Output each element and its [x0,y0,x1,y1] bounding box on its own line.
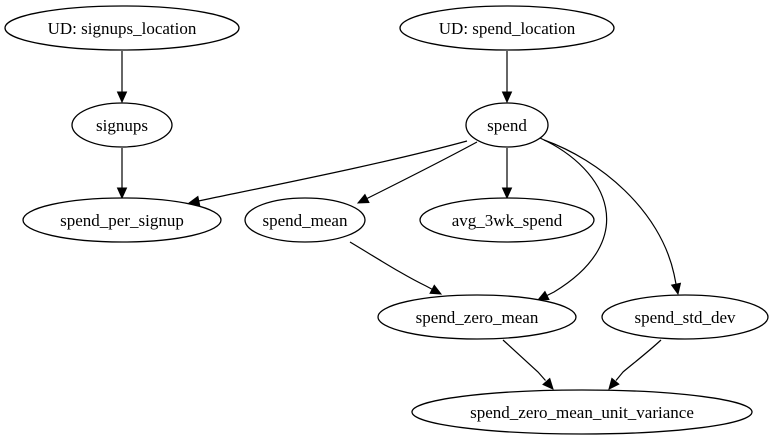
node-label: spend_zero_mean [416,308,539,327]
edge-line [349,241,434,291]
node-label: spend_std_dev [634,308,736,327]
node-ellipse [377,294,577,340]
edge-signups-to-spend_per_signup [116,148,128,200]
nodes-layer: UD: signups_location UD: spend_locationsi… [4,5,769,435]
node-spend-per-signup[interactable]: spend_per_signup [22,197,222,243]
node-label: UD: signups_location [48,19,197,38]
edge-line [615,339,662,381]
edge-spend-to-spend_per_signup [187,140,468,206]
node-spend-zero-mean[interactable]: spend_zero_mean [377,294,577,340]
edge-spend_std_dev-to-spend_zero_mean_unit_variance [608,339,662,390]
edge-spend_mean-to-spend_zero_mean [349,241,443,295]
node-ellipse [601,294,769,340]
node-label: spend_mean [263,211,348,230]
node-avg-3wk-spend[interactable]: avg_3wk_spend [419,197,595,243]
node-ellipse [419,197,595,243]
edge-line [543,139,677,285]
node-label: spend_zero_mean_unit_variance [470,403,694,422]
edge-spend-to-avg_3wk_spend [501,148,513,200]
node-label: UD: spend_location [439,19,576,38]
node-ellipse [4,5,240,51]
arrowhead-icon [501,187,513,200]
edges-layer [116,51,682,390]
node-spend[interactable]: spend [465,102,549,148]
node-ellipse [71,102,173,148]
node-label: spend_per_signup [60,211,184,230]
node-label: avg_3wk_spend [452,211,563,230]
node-spend-mean[interactable]: spend_mean [244,197,366,243]
edge-spend-to-spend_zero_mean [536,137,608,301]
edge-spend_zero_mean-to-spend_zero_mean_unit_variance [502,339,554,390]
arrowhead-icon [670,282,682,296]
edge-ud_spend_location-to-spend [501,51,513,104]
arrowhead-icon [429,284,443,295]
edge-spend-to-spend_std_dev [543,139,682,296]
node-label: spend [487,116,527,135]
node-ellipse [399,5,615,51]
arrowhead-icon [501,91,513,104]
edge-line [198,140,468,202]
edge-line [502,339,546,381]
node-ellipse [244,197,366,243]
arrowhead-icon [608,377,620,390]
node-ud-spend-location[interactable]: UD: spend_location [399,5,615,51]
node-spend-std-dev[interactable]: spend_std_dev [601,294,769,340]
node-spend-zero-mean-unit-variance[interactable]: spend_zero_mean_unit_variance [411,389,753,435]
edge-ud_signups_location-to-signups [116,51,128,104]
arrowhead-icon [187,195,201,206]
edge-spend-to-spend_mean [356,141,478,204]
edge-line [365,141,478,200]
node-signups[interactable]: signups [71,102,173,148]
node-ellipse [465,102,549,148]
arrowhead-icon [116,91,128,104]
node-ellipse [22,197,222,243]
arrowhead-icon [356,193,370,204]
arrowhead-icon [116,187,128,200]
arrowhead-icon [536,290,550,301]
node-ud-signups-location[interactable]: UD: signups_location [4,5,240,51]
node-ellipse [411,389,753,435]
node-label: signups [96,116,148,135]
edge-line [539,137,608,297]
arrowhead-icon [542,377,554,390]
